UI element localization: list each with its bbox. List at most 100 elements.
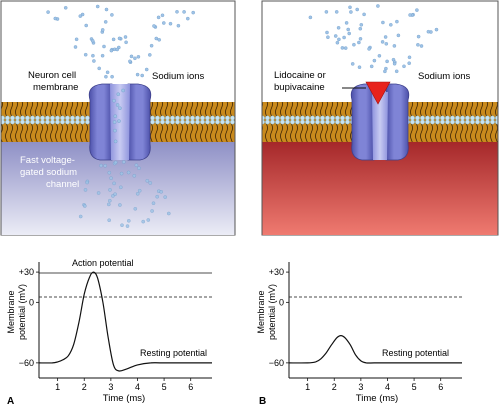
sodium-ion: [123, 35, 128, 39]
sodium-ion: [113, 139, 118, 144]
y-tick-label: 0: [279, 297, 284, 307]
sodium-ion: [112, 181, 116, 186]
sodium-ion: [90, 39, 95, 43]
sodium-ion: [395, 19, 399, 24]
sodium-ion: [96, 191, 101, 195]
sodium-ion: [347, 31, 351, 36]
sodium-ion: [141, 219, 145, 224]
sodium-ion: [115, 47, 119, 52]
neuron-membrane-label-2: membrane: [33, 82, 78, 93]
sodium-ion: [128, 59, 132, 64]
sodium-ion: [111, 37, 116, 42]
ions-in-pore: [112, 88, 125, 144]
sodium-ion: [107, 218, 111, 222]
sodium-ion: [175, 10, 179, 14]
sodium-ion: [346, 27, 350, 32]
sodium-ion: [340, 46, 345, 50]
sodium-ion: [137, 166, 141, 170]
sodium-ion: [154, 36, 159, 41]
sodium-ion: [358, 37, 363, 41]
x-tick-label: 5: [412, 382, 417, 392]
sodium-ion: [359, 23, 364, 27]
sodium-ion: [381, 20, 385, 25]
sodium-ion: [118, 203, 122, 207]
sodium-ion: [113, 192, 117, 196]
sodium-ion: [134, 163, 139, 167]
sodium-ion: [149, 43, 154, 48]
sodium-ion: [135, 192, 140, 196]
sodium-ion: [408, 13, 412, 17]
y-axis-label-a-1: Membrane: [6, 290, 16, 333]
sodium-ion: [127, 219, 131, 223]
resting-potential-label-b: Resting potential: [382, 348, 449, 358]
sodium-ion: [334, 10, 339, 14]
sodium-ion: [344, 21, 349, 25]
sodium-ion: [159, 190, 163, 194]
sodium-ion: [112, 120, 117, 124]
sodium-ion: [337, 37, 341, 42]
sodium-ion: [415, 8, 419, 12]
sodium-ion: [342, 35, 346, 40]
sodium-ion: [73, 45, 78, 49]
sodium-ion: [116, 92, 121, 96]
sodium-ion: [99, 163, 103, 168]
y-tick-label: −60: [269, 358, 284, 368]
sodium-ion: [384, 42, 389, 46]
sodium-ion: [419, 44, 424, 48]
sodium-ion: [151, 201, 156, 205]
drug-label-2: bupivacaine: [274, 82, 325, 93]
x-tick-label: 1: [305, 382, 310, 392]
sodium-ion: [380, 40, 385, 44]
x-tick-label: 3: [108, 382, 113, 392]
sodium-ion: [104, 74, 108, 79]
panel-letter-b: B: [259, 396, 266, 406]
y-tick-label: +30: [19, 267, 34, 277]
x-tick-label: 6: [188, 382, 193, 392]
sodium-ion: [148, 53, 152, 57]
sodium-ion: [63, 6, 68, 10]
sodium-ion: [74, 37, 79, 42]
sodium-ion: [163, 195, 167, 199]
sodium-ion: [140, 73, 144, 78]
resting-potential-label-a: Resting potential: [140, 348, 207, 358]
x-axis-label-b: Time (ms): [356, 393, 398, 404]
sodium-ion: [162, 21, 166, 25]
sodium-ion: [107, 170, 112, 175]
sodium-ion: [137, 188, 142, 193]
sodium-ion: [100, 28, 105, 32]
sodium-ion: [113, 128, 117, 133]
panel-b-illustration: Lidocaine or bupivacaine Sodium ions: [261, 0, 499, 236]
sodium-ion: [109, 176, 113, 180]
sodium-ion: [113, 114, 118, 118]
sodium-ion: [135, 72, 140, 77]
sodium-ion: [358, 26, 363, 31]
sodium-ion: [97, 66, 101, 71]
sodium-ion: [78, 214, 83, 219]
sodium-ion: [324, 10, 329, 14]
sodium-ion: [107, 202, 111, 207]
x-tick-label: 3: [358, 382, 363, 392]
sodium-ion: [326, 35, 330, 39]
sodium-ion: [191, 10, 195, 15]
y-axis-label-b-1: Membrane: [256, 290, 266, 333]
sodium-ion: [357, 65, 362, 69]
sodium-channel-blocked: [350, 83, 410, 161]
action-potential-label: Action potential: [72, 258, 134, 268]
x-tick-label: 4: [135, 382, 140, 392]
x-tick-label: 2: [332, 382, 337, 392]
drug-label-1: Lidocaine or: [274, 70, 326, 81]
channel-label-3: channel: [46, 179, 79, 190]
sodium-ion: [133, 56, 137, 61]
sodium-ion: [100, 53, 105, 58]
sodium-ion: [119, 171, 124, 176]
action-potential-curve: [38, 271, 212, 372]
x-axis-label-a: Time (ms): [103, 393, 145, 404]
sodium-ions-label-b: Sodium ions: [418, 71, 471, 82]
sodium-ion: [416, 43, 420, 47]
sodium-ion: [109, 48, 114, 53]
x-tick-label: 5: [162, 382, 167, 392]
x-tick-label: 1: [55, 382, 60, 392]
sodium-ion: [92, 59, 96, 63]
